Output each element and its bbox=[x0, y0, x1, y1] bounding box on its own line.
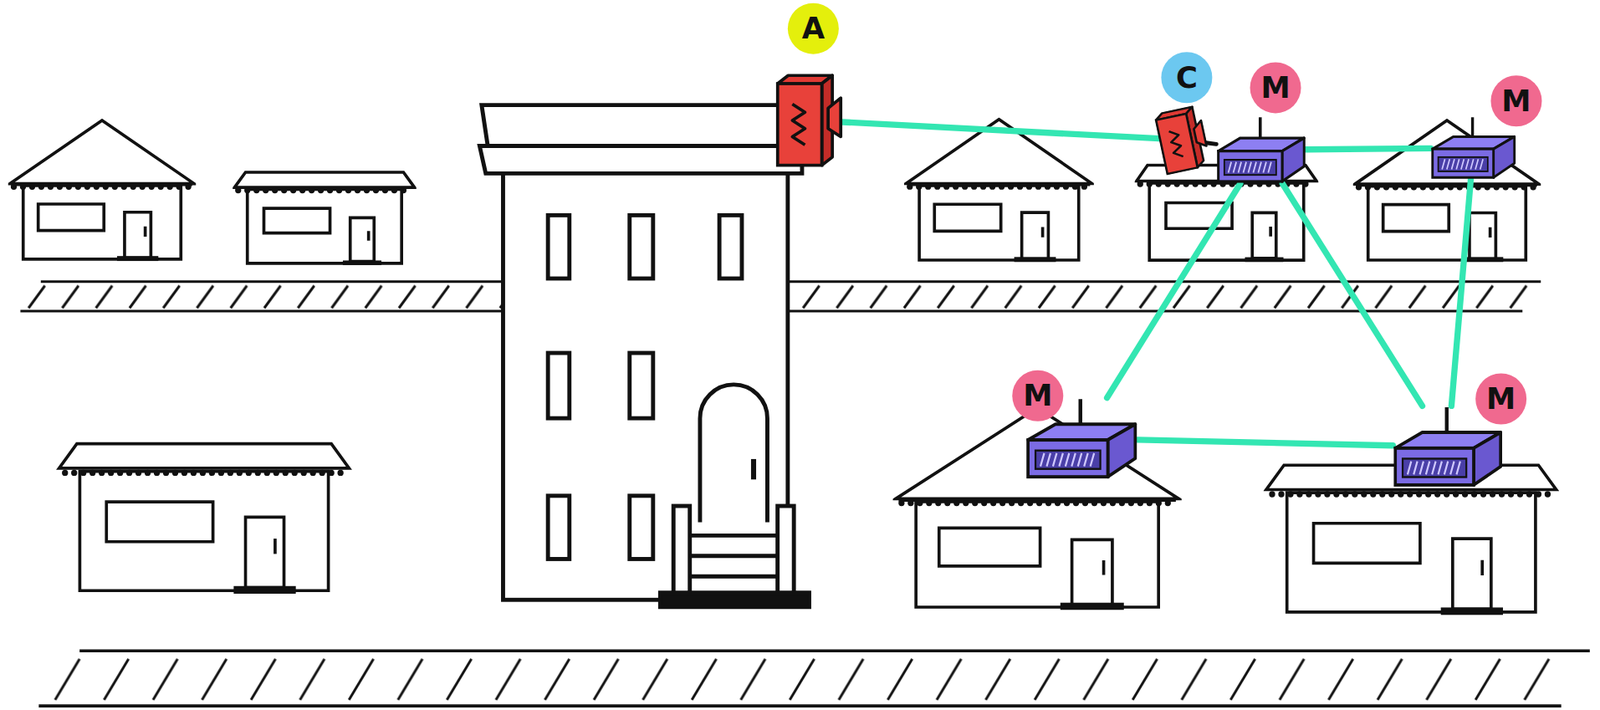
node-badge: M bbox=[1490, 75, 1542, 127]
apartment-building bbox=[479, 105, 809, 608]
camera-node: A bbox=[775, 73, 844, 168]
wireless-link bbox=[1282, 184, 1422, 407]
router-icon bbox=[1216, 116, 1306, 185]
router-icon bbox=[1430, 116, 1516, 180]
wireless-link bbox=[1451, 179, 1471, 407]
mesh-router-node: M bbox=[1430, 116, 1516, 180]
cable bbox=[1206, 143, 1217, 145]
node-badge: M bbox=[1012, 370, 1064, 422]
camera-icon bbox=[1153, 103, 1213, 176]
wireless-link bbox=[1107, 184, 1241, 399]
connector-layer bbox=[843, 122, 1472, 446]
mesh-router-node: M bbox=[1216, 116, 1306, 185]
mesh-router-node: M bbox=[1025, 398, 1138, 481]
node-badge: M bbox=[1475, 373, 1527, 425]
house bbox=[59, 444, 350, 594]
house bbox=[1266, 465, 1557, 615]
node-badge: A bbox=[787, 3, 839, 55]
house bbox=[10, 120, 195, 261]
wireless-link bbox=[843, 122, 1160, 139]
mesh-router-node: M bbox=[1392, 405, 1503, 488]
camera-node: C bbox=[1159, 107, 1207, 172]
camera-icon bbox=[775, 73, 844, 168]
node-badge: M bbox=[1250, 61, 1302, 113]
lower-road bbox=[38, 650, 1590, 706]
house bbox=[234, 172, 415, 266]
wireless-link bbox=[1137, 439, 1393, 446]
house bbox=[905, 119, 1092, 263]
wireless-link bbox=[1306, 148, 1432, 149]
node-badge: C bbox=[1160, 51, 1212, 103]
